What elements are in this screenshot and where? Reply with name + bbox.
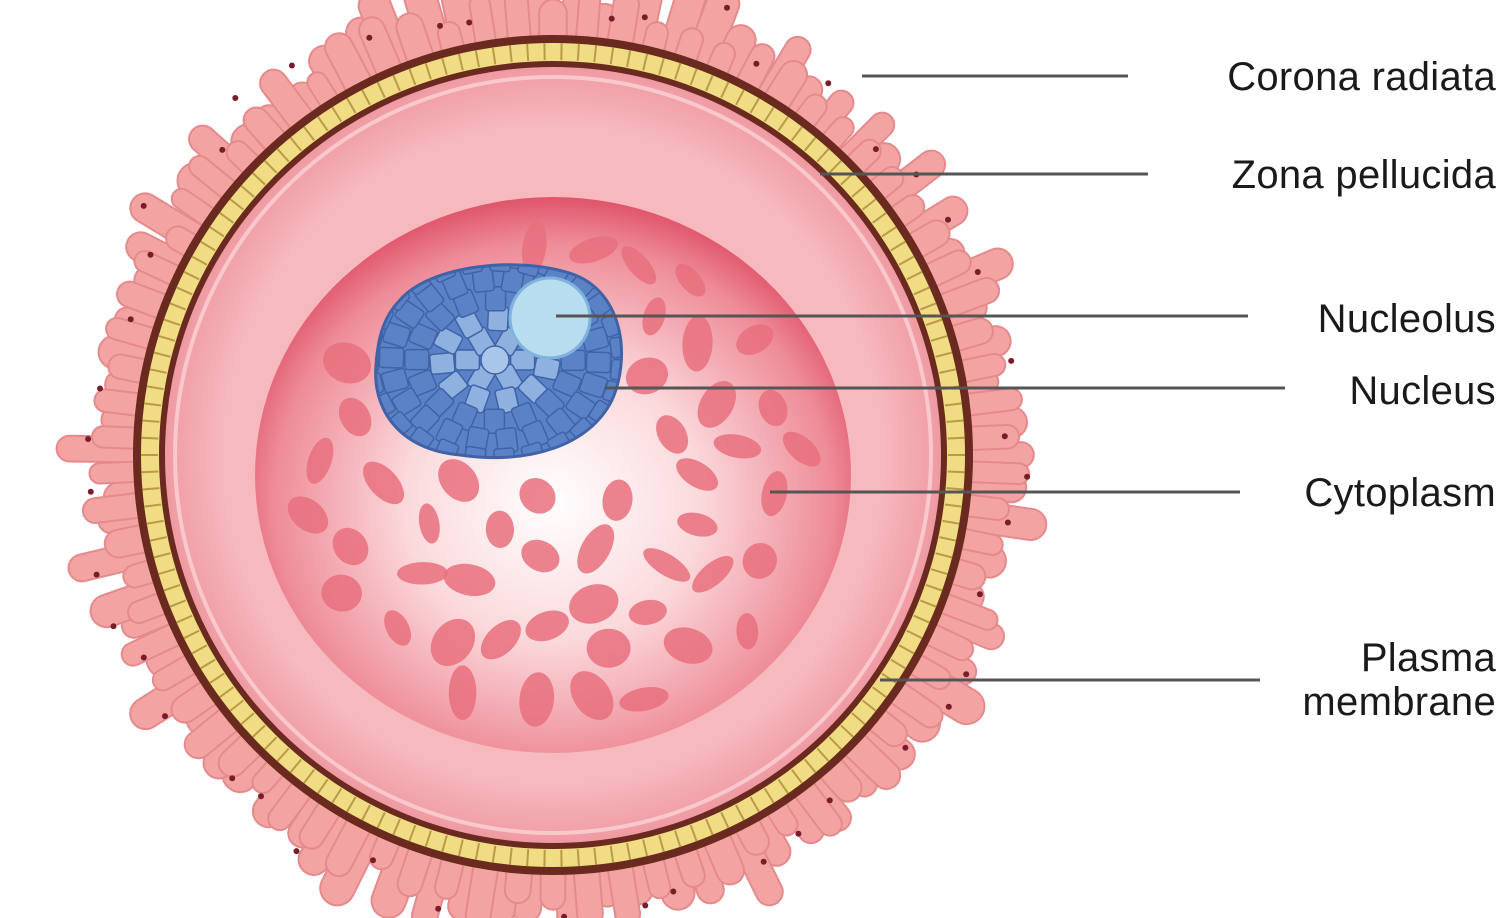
label-plasma-membrane: Plasma membrane <box>1302 636 1496 724</box>
zona-segment <box>142 488 159 489</box>
zona-segment <box>947 421 964 422</box>
corona-cell-dot <box>945 217 951 223</box>
corona-cell-dot <box>148 252 154 258</box>
corona-cell-dot <box>753 61 759 67</box>
corona-cell-dot <box>946 704 952 710</box>
label-nucleus: Nucleus <box>1349 369 1496 413</box>
corona-cell-dot <box>761 859 767 865</box>
label-plasma-membrane-line1: Plasma <box>1302 636 1496 680</box>
corona-cell-dot <box>466 20 472 26</box>
corona-cell-dot <box>609 16 615 22</box>
corona-cell-dot <box>825 80 831 86</box>
label-plasma-membrane-line2: membrane <box>1302 680 1496 724</box>
corona-cell-dot <box>85 436 91 442</box>
corona-cell-dot <box>642 903 648 909</box>
label-zona-pellucida: Zona pellucida <box>1232 153 1496 197</box>
corona-cell-dot <box>902 745 908 751</box>
corona-cell-dot <box>162 713 168 719</box>
zona-segment <box>947 488 964 489</box>
nucleolus <box>510 278 590 358</box>
corona-cell-dot <box>141 203 147 209</box>
zona-segment <box>948 472 965 473</box>
corona-cell-dot <box>94 572 100 578</box>
zona-segment <box>527 44 528 61</box>
corona-cell-dot <box>128 316 134 322</box>
nucleus-cell <box>379 347 404 368</box>
nucleus-cell <box>429 352 455 374</box>
corona-cell-dot <box>229 775 235 781</box>
corona-cell-dot <box>370 857 376 863</box>
label-corona-radiata: Corona radiata <box>1227 55 1496 99</box>
corona-cell-dot <box>88 489 94 495</box>
corona-cell-dot <box>670 889 676 895</box>
corona-cell-dot <box>963 671 969 677</box>
corona-cell-dot <box>435 906 441 912</box>
nucleus-center-cell <box>481 346 509 374</box>
corona-cell-dot <box>111 623 117 629</box>
label-nucleolus: Nucleolus <box>1318 297 1496 341</box>
corona-cell-dot <box>827 797 833 803</box>
corona-cell-dot <box>366 35 372 41</box>
corona-cell-dot <box>724 5 730 11</box>
corona-cell-dot <box>294 848 300 854</box>
cytoplasm-granule <box>449 665 477 720</box>
corona-cell-dot <box>232 95 238 101</box>
zona-segment <box>527 849 528 866</box>
zona-segment <box>142 421 159 422</box>
corona-cell-dot <box>975 269 981 275</box>
corona-cell-dot <box>795 831 801 837</box>
nucleus-cell <box>405 350 429 370</box>
zona-segment <box>948 438 965 439</box>
corona-cell-dot <box>1005 520 1011 526</box>
zona-segment <box>141 438 158 439</box>
corona-cell-dot <box>289 63 295 69</box>
cytoplasm-granule <box>587 629 631 668</box>
zona-segment <box>578 849 579 866</box>
zona-segment <box>141 472 158 473</box>
corona-cell-dot <box>1024 474 1030 480</box>
zona-segment <box>578 44 579 61</box>
corona-cell-dot <box>873 146 879 152</box>
corona-cell-dot <box>219 147 225 153</box>
corona-cell-dot <box>1008 358 1014 364</box>
corona-cell-dot <box>977 591 983 597</box>
corona-cell-dot <box>437 23 443 29</box>
corona-cell-dot <box>141 655 147 661</box>
label-cytoplasm: Cytoplasm <box>1304 471 1496 515</box>
corona-cell-dot <box>258 793 264 799</box>
corona-cell-dot <box>1002 433 1008 439</box>
corona-cell-dot <box>642 14 648 20</box>
nucleus-cell <box>586 352 611 373</box>
corona-cell-dot <box>97 386 103 392</box>
